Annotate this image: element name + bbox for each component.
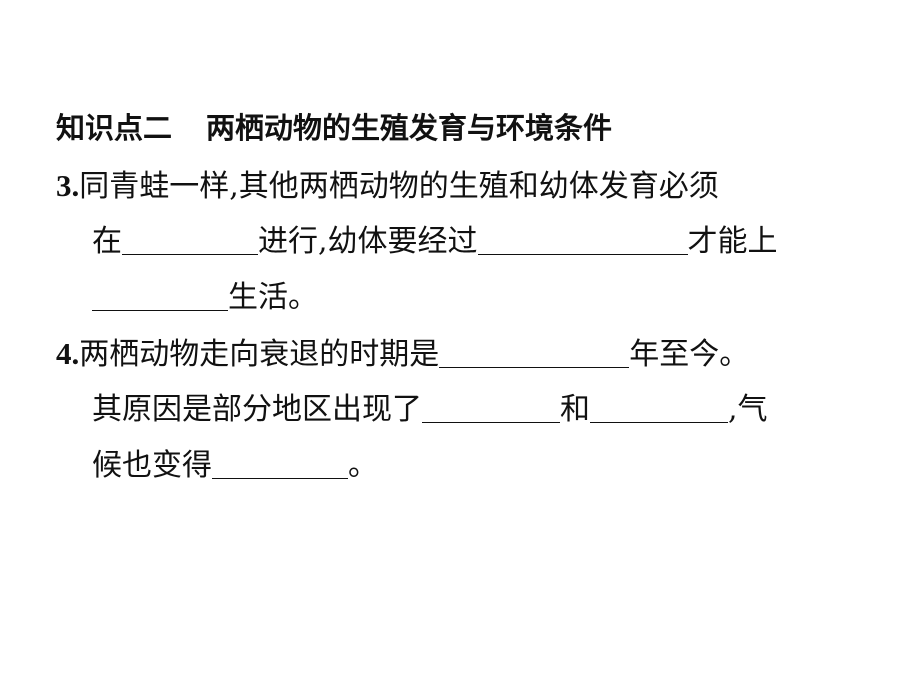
answer-blank-3[interactable]	[92, 280, 228, 311]
question-3-line-3: 生活。	[56, 270, 876, 326]
answer-blank-2[interactable]	[477, 224, 688, 255]
question-4: 4.两栖动物走向衰退的时期是年至今。 其原因是部分地区出现了和,气 候也变得。	[56, 326, 876, 494]
answer-blank-5[interactable]	[422, 392, 560, 423]
question-4-line-3: 候也变得。	[92, 448, 378, 483]
answer-blank-6[interactable]	[590, 392, 728, 423]
section-heading: 知识点二两栖动物的生殖发育与环境条件	[56, 108, 612, 148]
question-3-text: 同青蛙一样,其他两栖动物的生殖和幼体发育必须	[79, 169, 719, 204]
answer-blank-7[interactable]	[212, 448, 348, 479]
question-4-line-2: 其原因是部分地区出现了和,气	[92, 392, 768, 427]
section-label: 知识点二	[56, 111, 173, 145]
answer-blank-4[interactable]	[439, 337, 630, 368]
question-3-line-2: 在进行,幼体要经过才能上	[92, 224, 778, 259]
question-3-line-1: 3.同青蛙一样,其他两栖动物的生殖和幼体发育必须	[56, 168, 719, 204]
question-4-number: 4	[56, 336, 72, 371]
answer-blank-1[interactable]	[122, 224, 258, 255]
question-3-number: 3	[56, 168, 72, 203]
question-3: 3.同青蛙一样,其他两栖动物的生殖和幼体发育必须 在进行,幼体要经过才能上 生活…	[56, 158, 876, 326]
section-title: 两栖动物的生殖发育与环境条件	[206, 111, 613, 145]
question-4-line-1: 4.两栖动物走向衰退的时期是年至今。	[56, 336, 750, 372]
